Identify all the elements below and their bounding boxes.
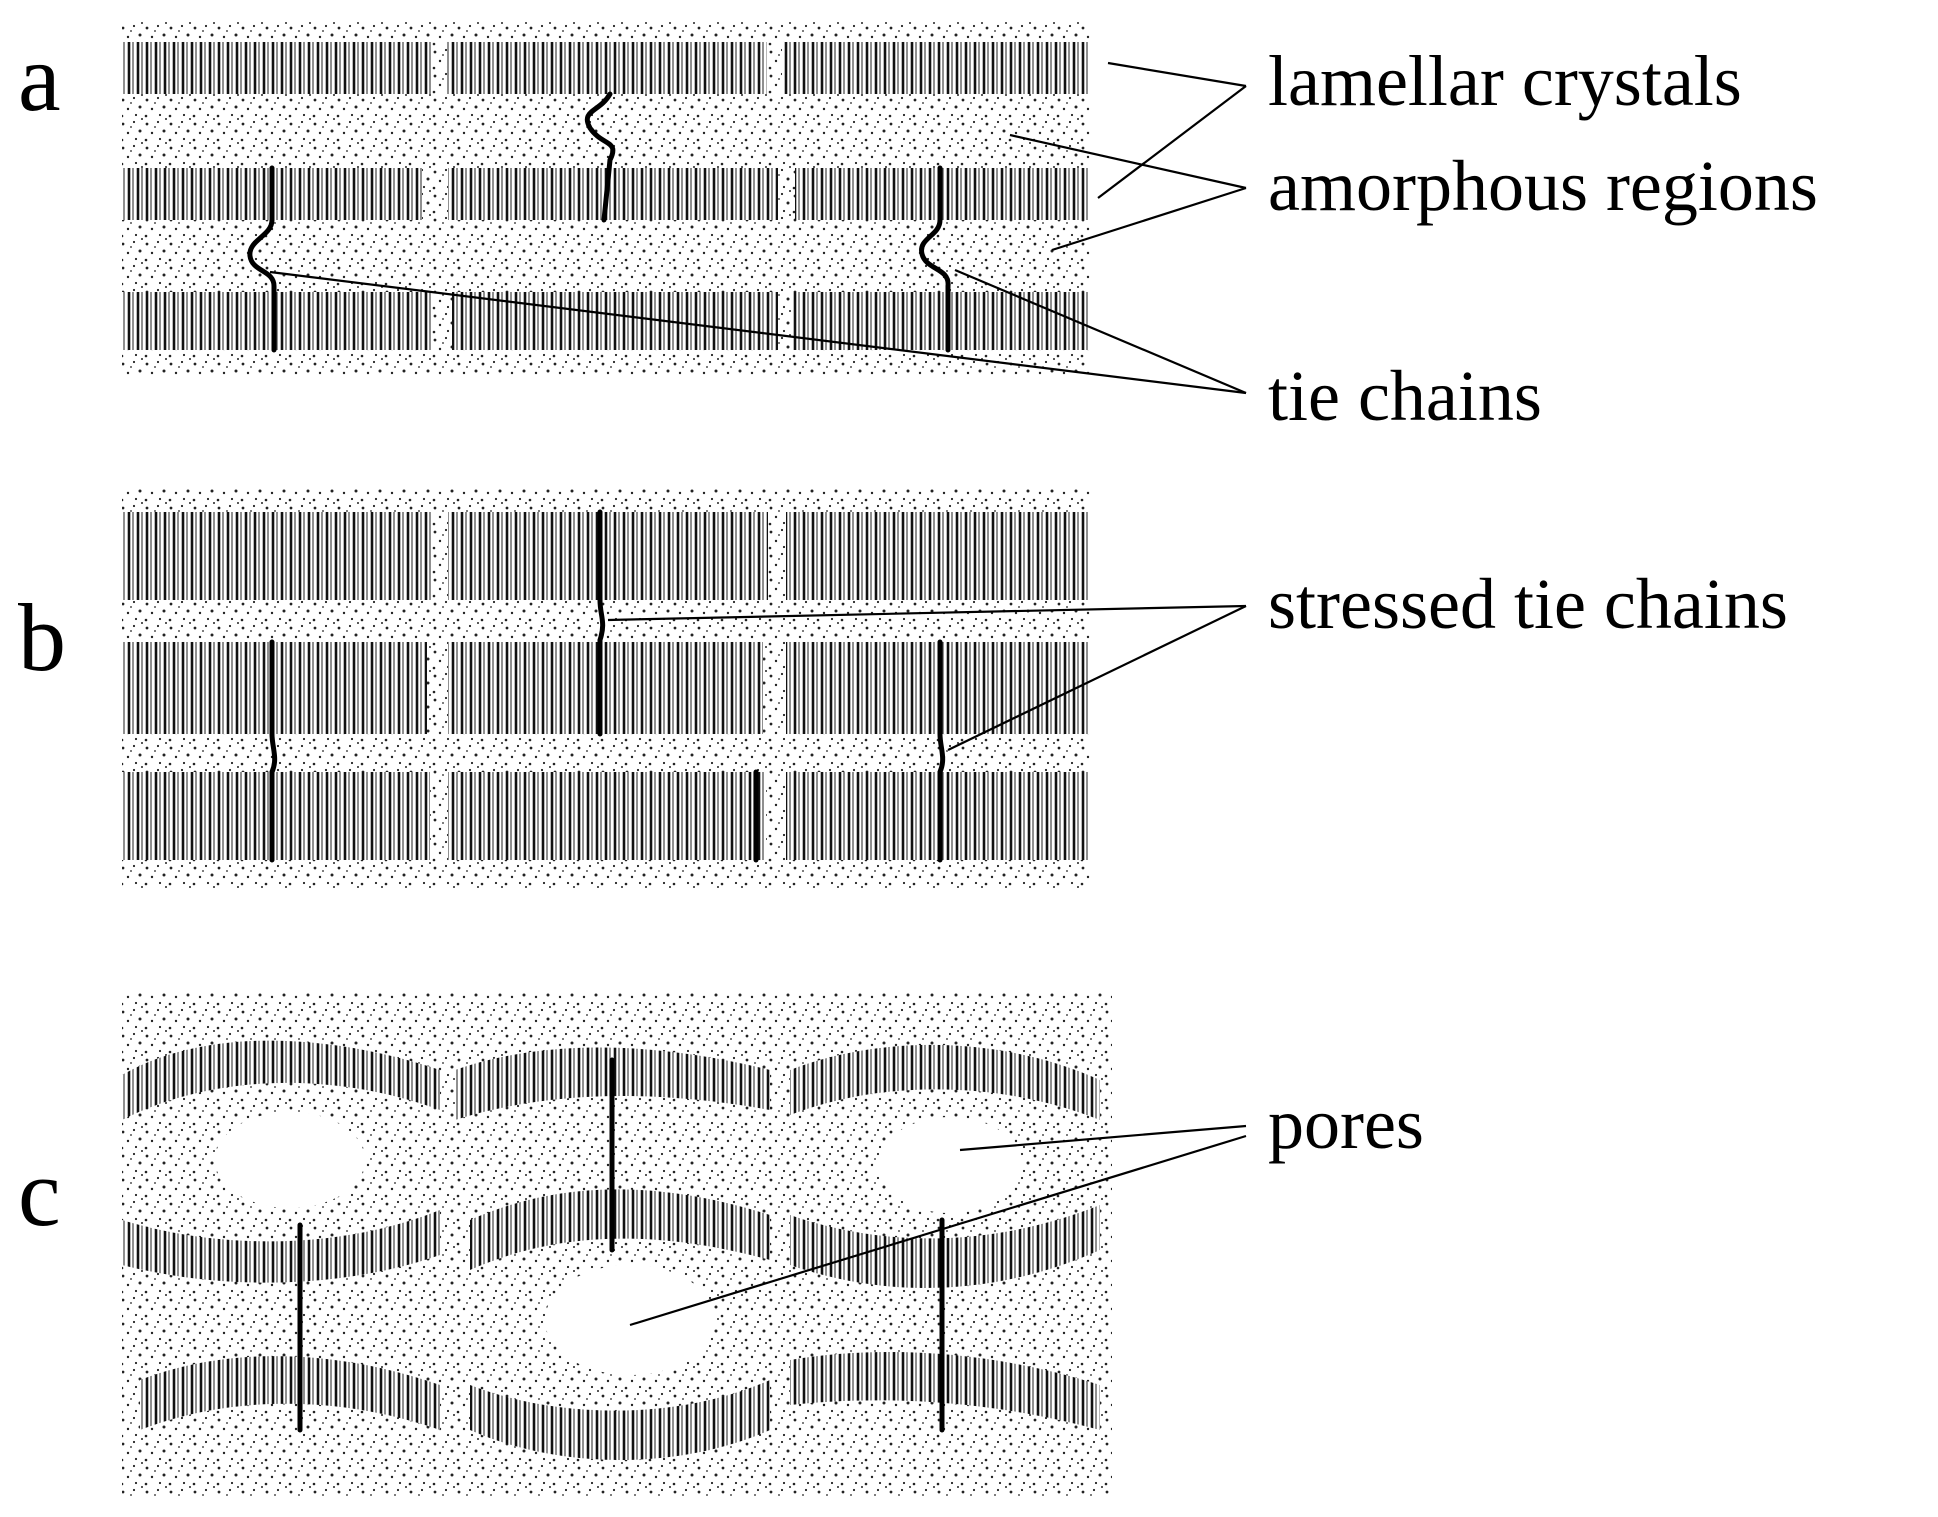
- panel-letter-a: a: [18, 24, 61, 131]
- pore: [545, 1265, 715, 1375]
- stressed-tie-chains-b: [269, 509, 946, 863]
- label-pores: pores: [1268, 1084, 1424, 1164]
- label-amorphous-regions: amorphous regions: [1268, 146, 1818, 226]
- panel-c: c pores: [18, 992, 1424, 1497]
- leader-lines-b: [607, 604, 1247, 751]
- label-lamellar-crystals: lamellar crystals: [1268, 41, 1742, 121]
- pores-c: [215, 1112, 1022, 1375]
- label-tie-chains: tie chains: [1268, 356, 1542, 436]
- lamellar-crystals-b: [122, 512, 1090, 860]
- pore: [878, 1117, 1022, 1213]
- panel-a: a lamellar crystals amorphous r: [18, 22, 1818, 436]
- leader-lines-a: [269, 61, 1247, 395]
- pore: [215, 1112, 365, 1208]
- tie-chains-a: [247, 91, 951, 353]
- tie-chains-c: [297, 1057, 945, 1433]
- panel-b: b stressed tie chains: [18, 488, 1788, 888]
- panel-letter-b: b: [18, 584, 66, 691]
- label-stressed-tie-chains: stressed tie chains: [1268, 564, 1788, 644]
- panel-letter-c: c: [18, 1139, 61, 1246]
- leader-lines-c: [629, 1124, 1247, 1327]
